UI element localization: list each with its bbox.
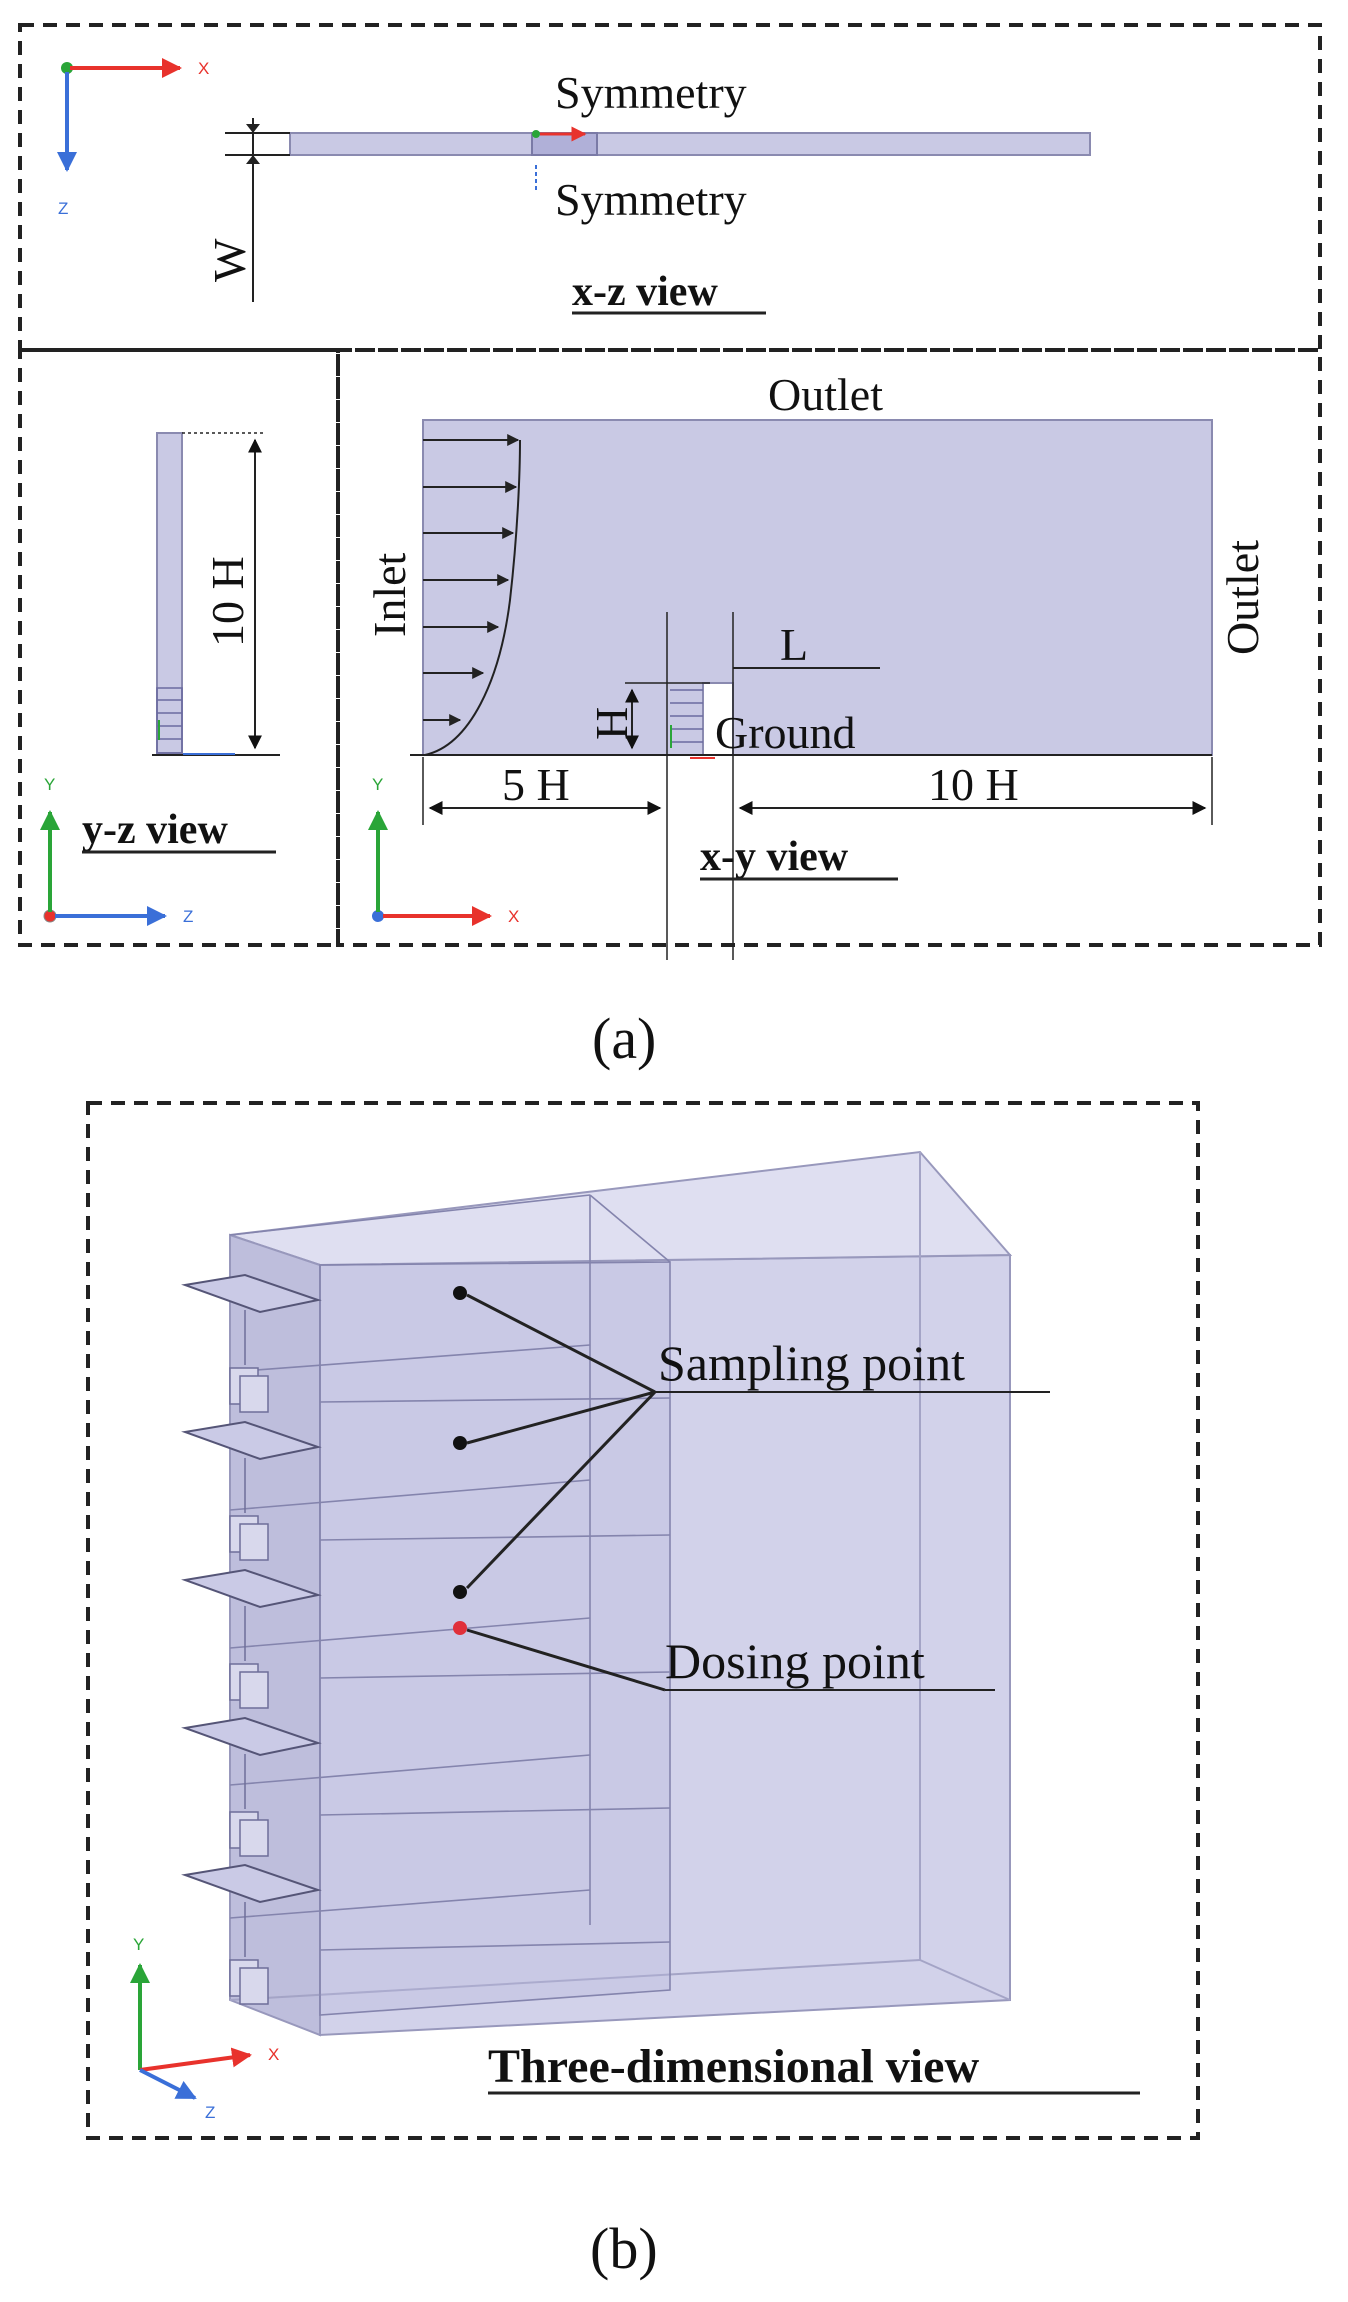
dosing-point (453, 1621, 467, 1635)
sampling-point-3 (453, 1585, 467, 1599)
xy-view-caption: x-y view (700, 834, 849, 880)
dosing-point-group: Dosing point (453, 1621, 995, 1692)
xy-domain (422, 419, 1213, 756)
xy-outlet-top-label: Outlet (768, 369, 883, 420)
xy-building (670, 689, 703, 743)
xz-axis-x-label: X (198, 59, 209, 78)
xz-view-caption: x-z view (572, 269, 718, 315)
xy-ground-label: Ground (715, 707, 856, 758)
yz-axis-triad: Y Z (40, 775, 193, 926)
xz-symmetry-top-label: Symmetry (555, 67, 747, 118)
dosing-point-label: Dosing point (665, 1633, 925, 1689)
three-d-axis-triad: Y X Z (130, 1935, 279, 2122)
yz-view: 10 H y-z view Y Z (40, 432, 280, 926)
yz-view-frame (18, 348, 340, 947)
panel-a-label: (a) (592, 1006, 656, 1071)
xy-view-frame (336, 348, 1322, 947)
yz-domain (156, 432, 183, 754)
three-d-view-frame (86, 1101, 1200, 2140)
xy-axis-triad: Y X (368, 775, 519, 926)
downstream-distance-label: 10 H (928, 759, 1019, 810)
panel-b-label: (b) (590, 2216, 658, 2281)
sampling-points: Sampling point (453, 1286, 1050, 1599)
xz-axis-triad: X Z (57, 58, 209, 218)
xy-axis-y-label: Y (372, 775, 383, 794)
yz-view-caption: y-z view (82, 807, 228, 853)
three-d-axis-x-label: X (268, 2045, 279, 2064)
xz-axis-z-label: Z (58, 199, 68, 218)
panel-a: X Z Symmetry Symmetry W x-z view (18, 23, 1322, 1071)
xz-domain (289, 132, 1091, 156)
three-d-axis-y-label: Y (133, 1935, 144, 1954)
yz-height-label: 10 H (202, 556, 253, 647)
xz-view-frame (18, 23, 1322, 352)
xy-inlet-label: Inlet (364, 552, 415, 637)
yz-axis-y-label: Y (44, 775, 55, 794)
three-d-axis-z-label: Z (205, 2103, 215, 2122)
three-d-view-caption: Three-dimensional view (488, 2040, 979, 2093)
facade-openings (229, 1310, 269, 2005)
xz-symmetry-bottom-label: Symmetry (555, 174, 747, 225)
sampling-point-1 (453, 1286, 467, 1300)
xy-view: Outlet Outlet Inlet Ground H L 5 H 10 H … (364, 369, 1268, 960)
panel-b: Sampling point Dosing point Y X Z Three-… (86, 1101, 1200, 2281)
sampling-point-label: Sampling point (658, 1335, 965, 1391)
yz-axis-z-label: Z (183, 907, 193, 926)
building-length-label: L (780, 619, 808, 670)
building-height-label: H (586, 707, 637, 740)
xy-axis-x-label: X (508, 907, 519, 926)
xz-view: X Z Symmetry Symmetry W x-z view (57, 58, 1091, 315)
sampling-point-2 (453, 1436, 467, 1450)
upstream-distance-label: 5 H (502, 759, 570, 810)
balconies (181, 1273, 322, 1904)
yz-building (156, 687, 183, 754)
inlet-velocity-profile (423, 434, 521, 756)
xz-width-label: W (204, 238, 255, 282)
xz-building (531, 132, 598, 156)
xy-outlet-right-label: Outlet (1217, 540, 1268, 655)
